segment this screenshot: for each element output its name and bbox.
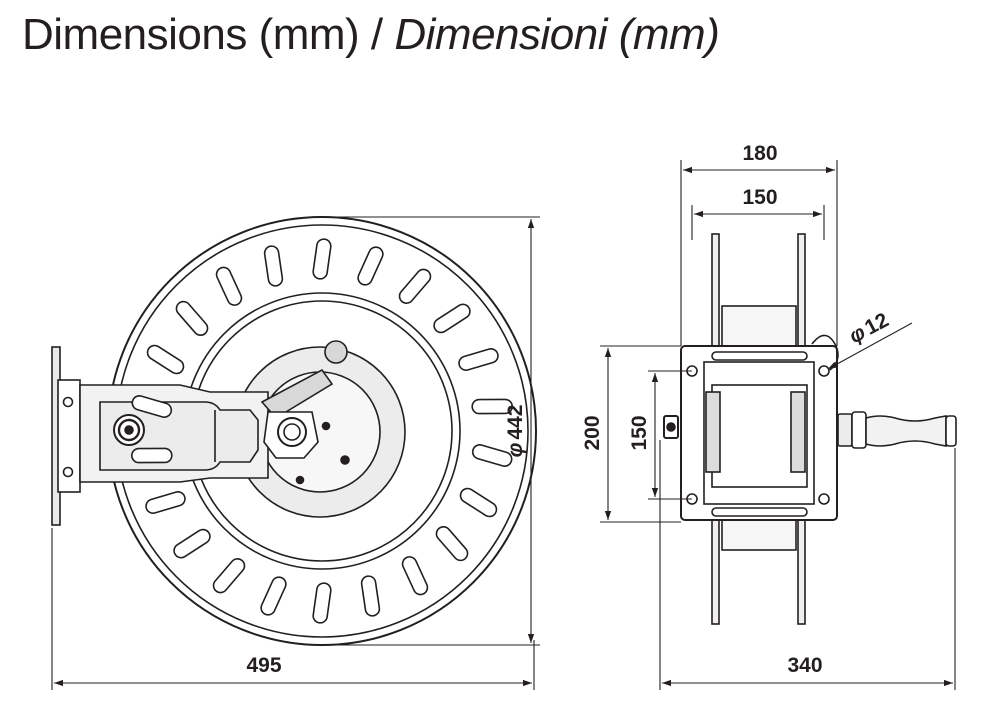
swivel-outer: [277, 417, 307, 447]
drum-core-bottom: [721, 519, 797, 551]
drum-slot: [131, 395, 173, 418]
drum-slots: [131, 238, 513, 624]
bearing-right: [790, 391, 806, 473]
title-italian: Dimensioni (mm): [394, 10, 720, 59]
dim-442-label: φ 442: [504, 405, 527, 458]
hub-bolt-3: [295, 475, 305, 485]
dim-150-width-label: 150: [742, 186, 777, 209]
front-dimensions: [51, 216, 540, 690]
plate-hole-tr: [818, 365, 830, 377]
crank-grip: [865, 415, 947, 447]
drum-slot: [401, 556, 429, 596]
dim-180-label: 180: [742, 142, 777, 165]
crank-end: [945, 415, 957, 447]
front-view: [51, 216, 537, 646]
drum-slot: [458, 347, 499, 372]
drum-slot: [145, 490, 186, 515]
bracket-bolt-bottom: [62, 466, 74, 478]
dim-12-label: φ12: [845, 308, 892, 348]
dim-150-height-label: 150: [628, 415, 651, 450]
drum-slot: [263, 245, 284, 287]
lever-knob: [324, 340, 348, 364]
hole-leader-line: [827, 322, 913, 370]
plate-slot-bottom: [711, 507, 808, 517]
bracket-bolt-top: [62, 396, 74, 408]
hub-bolt-1: [321, 421, 331, 431]
drum-slot: [215, 266, 243, 306]
side-dimensions: [600, 160, 956, 690]
plate-slot-top: [711, 351, 808, 361]
diameter-value: 442: [504, 405, 527, 440]
hub-bolt-2: [340, 455, 350, 465]
bearing-left: [705, 391, 721, 473]
drum-slot: [146, 344, 185, 375]
drum-slot: [175, 300, 209, 336]
drum-slot: [459, 487, 498, 518]
side-view: [663, 233, 957, 625]
dim-200-label: 200: [581, 415, 604, 450]
dim-495-label: 495: [246, 654, 281, 677]
drum-slot: [398, 268, 432, 304]
crank-hub: [837, 413, 853, 447]
swivel-inner: [283, 423, 301, 441]
drum-slot: [212, 558, 246, 594]
drum-slot: [471, 398, 513, 415]
inlet-center: [666, 422, 676, 432]
drum-slot: [131, 447, 173, 464]
drum-slot: [360, 575, 381, 617]
crank-collar: [851, 411, 867, 449]
title-english: Dimensions (mm) /: [22, 10, 395, 59]
drum-slot: [357, 246, 384, 286]
page-title: Dimensions (mm) / Dimensioni (mm): [22, 10, 720, 60]
drum-slot: [433, 303, 471, 334]
dim-340-label: 340: [787, 654, 822, 677]
drum-slot: [173, 528, 211, 559]
drum-slot: [312, 238, 332, 280]
diameter-symbol: φ: [504, 442, 527, 457]
drum-slot: [471, 444, 513, 467]
drum-slot: [312, 582, 332, 624]
drum-slot: [260, 576, 287, 616]
arm-pivot-inner: [124, 425, 134, 435]
arm-pivot-mid: [117, 418, 141, 442]
drum-slot: [435, 526, 469, 562]
plate-hole-br: [818, 493, 830, 505]
